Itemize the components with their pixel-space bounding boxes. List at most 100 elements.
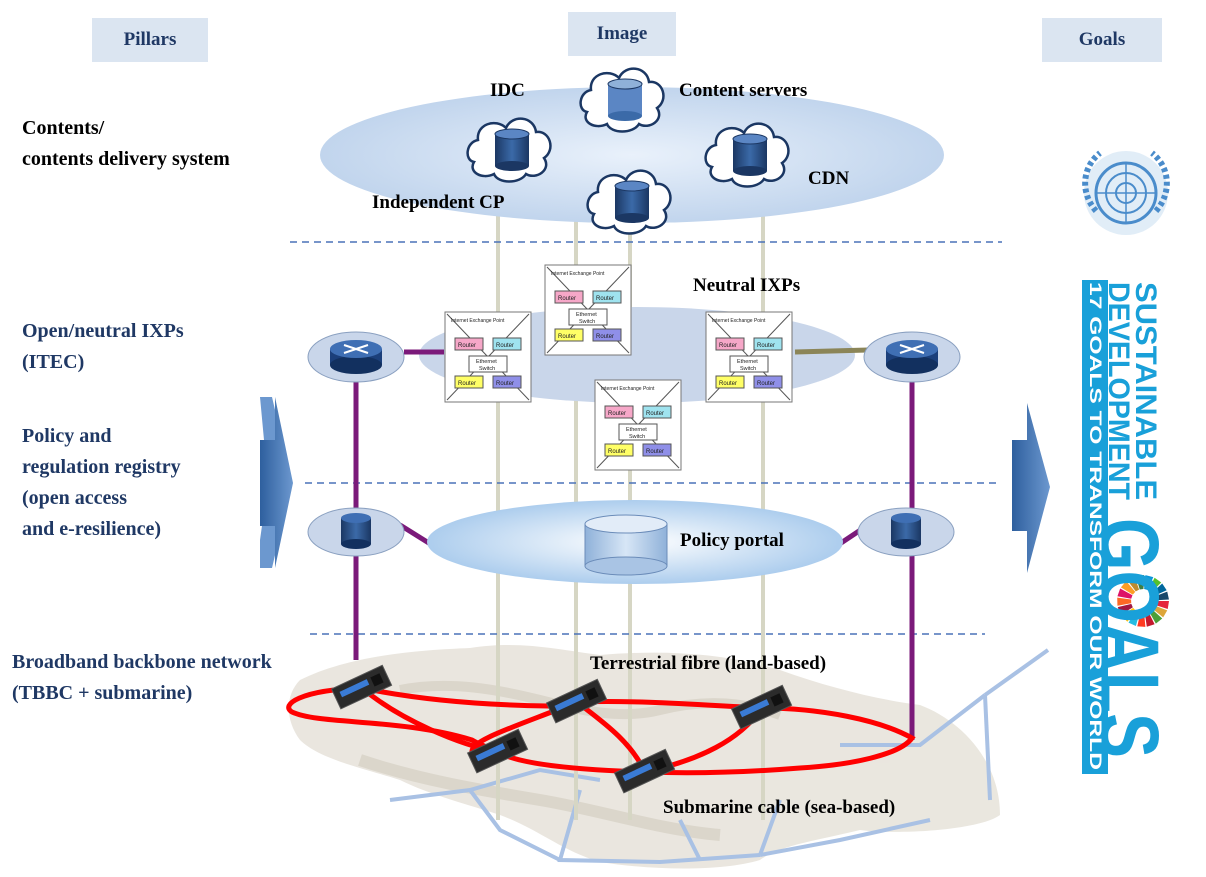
pillar-policy-line3: (open access xyxy=(22,487,127,509)
olive-link xyxy=(794,347,869,355)
ixp-box-text: Switch xyxy=(740,366,756,372)
ixp-box-text: Router xyxy=(646,411,664,417)
ixp-box-text: Router xyxy=(757,381,775,387)
sdg-wheel-segment xyxy=(1148,609,1163,624)
ixp-box-text: Ethernet xyxy=(737,359,758,365)
label-policy-portal: Policy portal xyxy=(680,530,784,551)
cloud-content-servers-icon xyxy=(579,67,665,133)
sdg-wheel-segment xyxy=(1128,610,1140,627)
header-image: Image xyxy=(568,12,676,56)
sdg-wheel-segment xyxy=(1144,611,1155,627)
label-cdn: CDN xyxy=(808,168,850,189)
ixp-box-text: Router xyxy=(608,411,626,417)
ixp-box-text: Ethernet xyxy=(576,312,597,318)
ixp-box-text: Router xyxy=(458,343,476,349)
label-independent-cp: Independent CP xyxy=(372,192,505,213)
pillar-contents: Contents/ contents delivery system xyxy=(22,113,230,175)
map-landmass xyxy=(288,645,1000,869)
un-emblem-icon xyxy=(1082,150,1170,235)
pillar-policy-line2: regulation registry xyxy=(22,456,181,478)
pillar-contents-line2: contents delivery system xyxy=(22,148,230,170)
sdg-wheel-segment xyxy=(1137,612,1146,627)
pillar-backbone-line1: Broadband backbone network xyxy=(12,651,272,673)
pillar-policy: Policy and regulation registry (open acc… xyxy=(22,421,181,545)
header-pillars: Pillars xyxy=(92,18,208,62)
map-lines xyxy=(389,648,1050,865)
sdg-wheel-segment xyxy=(1148,577,1162,593)
left-arrow-body xyxy=(260,397,293,568)
sdg-wheel-segment xyxy=(1117,603,1133,615)
ixp-box-text: Internet Exchange Point xyxy=(451,318,505,324)
ixp-box-text: Switch xyxy=(629,434,645,440)
pillar-policy-line4: and e-resilience) xyxy=(22,518,162,540)
ixp-box-text: Router xyxy=(596,296,614,302)
right-arrow-icon xyxy=(1012,403,1050,573)
layer-separators xyxy=(290,241,1002,635)
cloud-idc-icon xyxy=(466,117,552,183)
header-goals: Goals xyxy=(1042,18,1162,62)
pillar-contents-line1: Contents/ xyxy=(22,117,105,139)
network-switch-2-icon xyxy=(545,678,608,724)
ixp-box-text: Router xyxy=(558,296,576,302)
network-switch-1-icon xyxy=(330,664,393,710)
network-switch-3-icon xyxy=(730,684,793,730)
cloud-independent-cp-icon xyxy=(586,169,672,235)
ixp-box-text: Internet Exchange Point xyxy=(712,318,766,324)
ixp-box-text: Router xyxy=(558,334,576,340)
sdg-wheel-segment xyxy=(1152,605,1168,618)
ixp-box-text: Router xyxy=(496,381,514,387)
label-content-servers: Content servers xyxy=(679,80,808,101)
database-left-icon xyxy=(307,507,405,557)
ixp-box-text: Router xyxy=(757,343,775,349)
network-switch-5-icon xyxy=(613,748,676,794)
sdg-wheel-segment xyxy=(1154,591,1169,601)
label-terrestrial-fibre: Terrestrial fibre (land-based) xyxy=(590,653,827,674)
sdg-wheel-icon xyxy=(1117,575,1169,627)
sdg-wheel-segment xyxy=(1151,583,1167,597)
purple-links xyxy=(353,349,915,740)
ixp-box-text: Ethernet xyxy=(476,359,497,365)
pillar-ixps-line2: (ITEC) xyxy=(22,351,85,373)
label-submarine-cable: Submarine cable (sea-based) xyxy=(663,797,896,818)
ixp-box-text: Router xyxy=(458,381,476,387)
label-neutral-ixps: Neutral IXPs xyxy=(693,275,801,296)
ixp-box-text: Router xyxy=(646,449,664,455)
sdg-wheel-segment xyxy=(1117,597,1132,606)
pillar-ixps-line1: Open/neutral IXPs xyxy=(22,320,184,342)
ixp-box-text: Router xyxy=(719,343,737,349)
pillar-backbone: Broadband backbone network (TBBC + subma… xyxy=(12,647,272,709)
contents-oval xyxy=(320,87,944,223)
ixp-box-text: Internet Exchange Point xyxy=(601,386,655,392)
sdg-wheel-segment xyxy=(1127,576,1140,592)
ixp-box-text: Router xyxy=(608,449,626,455)
pillar-backbone-line2: (TBBC + submarine) xyxy=(12,682,193,704)
sdg-wheel-segment xyxy=(1144,575,1154,590)
router-left-icon xyxy=(307,331,405,383)
policy-portal-database-icon xyxy=(584,514,668,576)
ixp-box-text: Switch xyxy=(579,319,595,325)
ixp-box-text: Router xyxy=(596,334,614,340)
sdg-wheel-segment xyxy=(1120,581,1136,595)
ixp-box-text: Internet Exchange Point xyxy=(551,271,605,277)
pillar-policy-line1: Policy and xyxy=(22,425,112,447)
label-idc: IDC xyxy=(490,80,525,101)
sdg-wheel-segment xyxy=(1117,588,1133,599)
ixp-box-text: Switch xyxy=(479,366,495,372)
pillar-ixps: Open/neutral IXPs (ITEC) xyxy=(22,316,184,378)
ixp-box-text: Ethernet xyxy=(626,427,647,433)
ixp-box-text: Router xyxy=(719,381,737,387)
cloud-cdn-icon xyxy=(704,122,790,188)
network-switch-4-icon xyxy=(466,728,529,774)
sdg-wheel-segment xyxy=(1154,601,1169,610)
sdg-wheel-segment xyxy=(1121,607,1136,622)
router-right-icon xyxy=(863,331,961,383)
sdg-wheel-segment xyxy=(1135,575,1144,590)
ixp-box-text: Router xyxy=(496,343,514,349)
database-right-icon xyxy=(857,507,955,557)
